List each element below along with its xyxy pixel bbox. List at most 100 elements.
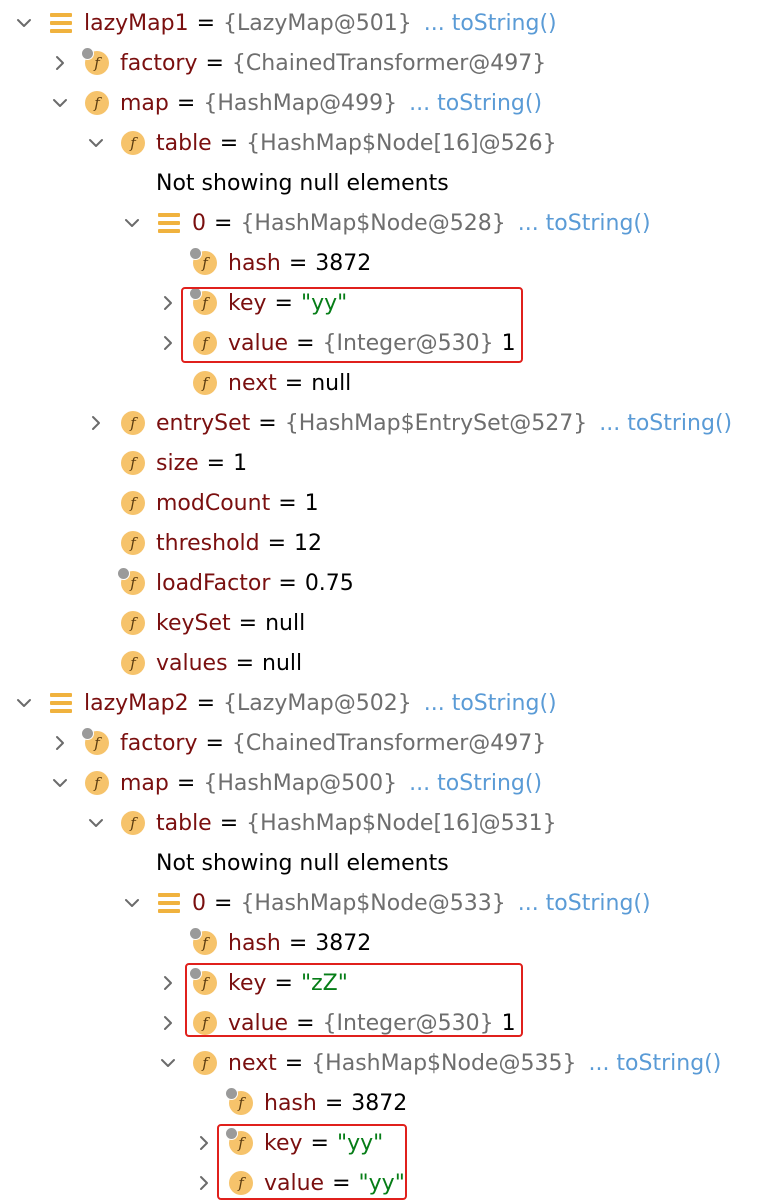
- tostring-link[interactable]: ... toString(): [423, 10, 557, 36]
- tree-row[interactable]: 0={HashMap$Node@528}... toString(): [0, 203, 772, 243]
- equals-sign: =: [238, 610, 258, 636]
- chevron-down-icon[interactable]: [14, 683, 34, 723]
- chevron-down-icon[interactable]: [158, 1043, 178, 1083]
- variable-name: key: [264, 1130, 303, 1156]
- tostring-link[interactable]: ... toString(): [588, 1050, 722, 1076]
- field-icon: f: [189, 247, 218, 276]
- equals-sign: =: [205, 730, 224, 756]
- field-icon: f: [192, 370, 218, 396]
- variable-value: null: [265, 610, 306, 636]
- tostring-link[interactable]: ... toString(): [409, 90, 543, 116]
- chevron-down-icon[interactable]: [50, 83, 70, 123]
- variable-name: size: [156, 450, 199, 476]
- field-icon: f: [120, 130, 146, 156]
- list-icon: [48, 690, 74, 716]
- equals-sign: =: [296, 330, 315, 356]
- variable-name: lazyMap2: [84, 690, 189, 716]
- chevron-down-icon[interactable]: [86, 123, 106, 163]
- tostring-link[interactable]: ... toString(): [599, 410, 733, 436]
- equals-sign: =: [214, 210, 233, 236]
- tree-row[interactable]: 0={HashMap$Node@533}... toString(): [0, 883, 772, 923]
- variable-ref: {HashMap@500}: [203, 770, 398, 796]
- equals-sign: =: [267, 530, 287, 556]
- chevron-down-icon[interactable]: [50, 763, 70, 803]
- variable-name: factory: [120, 50, 198, 76]
- lock-icon: [81, 47, 94, 60]
- tree-row[interactable]: lazyMap1={LazyMap@501}... toString(): [0, 3, 772, 43]
- variable-name: hash: [228, 930, 281, 956]
- equals-sign: =: [235, 650, 254, 676]
- highlight-box-lazymap2-node: [185, 963, 523, 1037]
- equals-sign: =: [196, 10, 216, 36]
- variable-name: values: [156, 650, 228, 676]
- variable-value: 12: [294, 530, 323, 556]
- variable-value: 3872: [315, 250, 372, 276]
- tostring-link[interactable]: ... toString(): [423, 690, 557, 716]
- chevron-right-icon[interactable]: [158, 963, 178, 1003]
- field-icon: f: [81, 727, 110, 756]
- tree-row[interactable]: Not showing null elements: [0, 843, 772, 883]
- tostring-link[interactable]: ... toString(): [517, 890, 651, 916]
- tostring-link[interactable]: ... toString(): [409, 770, 543, 796]
- variable-ref: {LazyMap@502}: [223, 690, 412, 716]
- variable-value: 0.75: [304, 570, 354, 596]
- lock-icon: [225, 1087, 238, 1100]
- equals-sign: =: [176, 770, 196, 796]
- field-icon: f: [192, 330, 218, 356]
- equals-sign: =: [324, 1090, 344, 1116]
- lock-icon: [81, 727, 94, 740]
- tostring-link[interactable]: ... toString(): [517, 210, 651, 236]
- chevron-right-icon[interactable]: [86, 403, 106, 443]
- variable-display-value: 1: [501, 1010, 516, 1036]
- variable-name: value: [228, 330, 289, 356]
- chevron-spacer: [86, 563, 106, 603]
- variable-name: next: [228, 1050, 277, 1076]
- equals-sign: =: [278, 570, 297, 596]
- chevron-down-icon[interactable]: [14, 3, 34, 43]
- chevron-down-icon[interactable]: [86, 803, 106, 843]
- chevron-right-icon[interactable]: [194, 1163, 214, 1203]
- equals-sign: =: [205, 50, 224, 76]
- equals-sign: =: [274, 970, 293, 996]
- chevron-right-icon[interactable]: [50, 43, 70, 83]
- chevron-down-icon[interactable]: [122, 203, 142, 243]
- tree-row[interactable]: Not showing null elements: [0, 163, 772, 203]
- chevron-right-icon[interactable]: [158, 1003, 178, 1043]
- chevron-right-icon[interactable]: [158, 323, 178, 363]
- field-icon: f: [225, 1087, 254, 1116]
- chevron-right-icon[interactable]: [50, 723, 70, 763]
- chevron-right-icon[interactable]: [194, 1123, 214, 1163]
- variable-name: key: [228, 290, 267, 316]
- tree-row[interactable]: lazyMap2={LazyMap@502}... toString(): [0, 683, 772, 723]
- chevron-down-icon[interactable]: [122, 883, 142, 923]
- field-icon: f: [84, 770, 110, 796]
- variable-ref: {Integer@530}: [322, 330, 494, 356]
- lock-icon: [189, 927, 202, 940]
- list-icon: [48, 10, 74, 36]
- chevron-right-icon[interactable]: [158, 283, 178, 323]
